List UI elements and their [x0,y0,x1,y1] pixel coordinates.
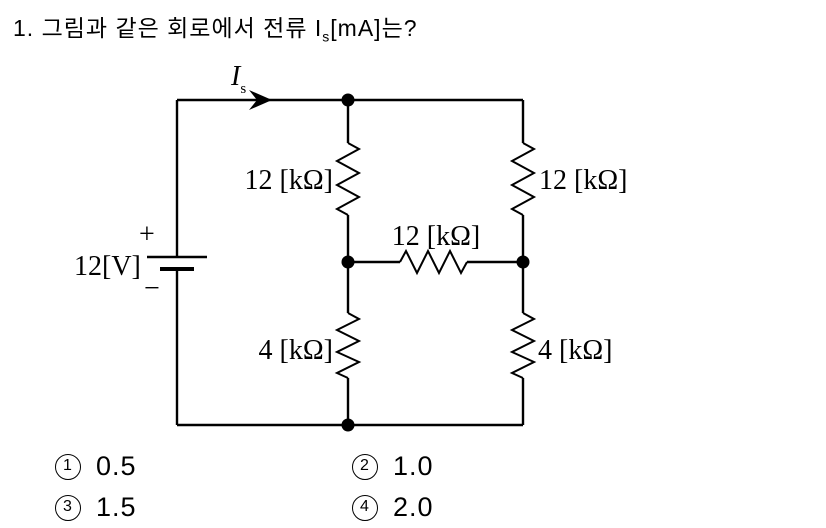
battery-plus-sign: + [139,219,155,250]
resistor-upper-left [334,142,362,216]
question-text: 1. 그림과 같은 회로에서 전류 I [13,15,323,41]
question-text-after: [mA]는? [330,15,418,41]
voltage-source-label: 12[V] [74,251,141,282]
resistor-label-middle: 12 [kΩ] [392,221,480,252]
junction-dot-middle-left [341,255,355,269]
choice-1-number-circle: 1 [55,453,81,480]
choice-2-value: 1.0 [393,451,434,481]
resistor-middle [399,248,468,276]
resistor-label-lower-left: 4 [kΩ] [259,335,333,366]
current-arrow-label: Is [230,61,246,97]
choice-3[interactable]: 3 1.5 [55,492,137,523]
choice-1-value: 0.5 [96,451,137,481]
resistor-label-upper-left: 12 [kΩ] [245,165,333,196]
junction-dot-top [341,93,355,107]
current-arrow-icon [249,90,272,110]
resistor-label-lower-right: 4 [kΩ] [538,335,612,366]
junction-dot-bottom [341,418,355,432]
choice-4-value: 2.0 [393,492,434,522]
choice-4[interactable]: 4 2.0 [352,492,434,523]
current-symbol-subscript: s [322,28,331,45]
current-label-base: I [230,61,242,92]
resistor-upper-right [509,142,537,216]
choice-3-value: 1.5 [96,492,137,522]
choice-2-number-circle: 2 [352,453,378,480]
resistor-label-upper-right: 12 [kΩ] [539,165,627,196]
choice-2[interactable]: 2 1.0 [352,451,434,482]
choice-3-number-circle: 3 [55,494,81,521]
choice-1[interactable]: 1 0.5 [55,451,137,482]
choice-4-number-circle: 4 [352,494,378,521]
current-label-subscript: s [240,81,246,97]
junction-dot-middle-right [516,255,530,269]
resistor-lower-right [509,312,537,379]
question-title: 1. 그림과 같은 회로에서 전류 Is[mA]는? [13,9,418,45]
resistor-lower-left [334,312,362,379]
battery-minus-sign: − [144,273,160,304]
